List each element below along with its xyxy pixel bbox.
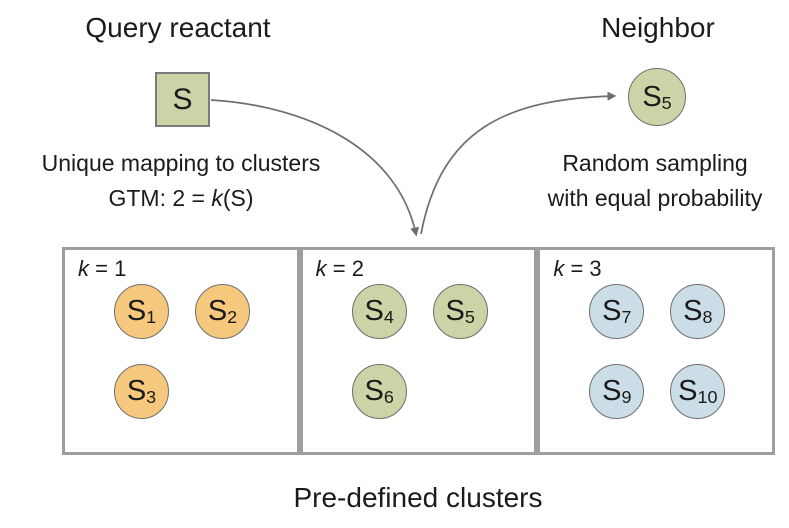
cluster-item-s9: S9 [589, 364, 645, 419]
s5-text: S5 [446, 295, 475, 328]
s2-sub: 2 [227, 307, 238, 328]
cluster-item-s2: S2 [195, 284, 250, 339]
predefined-clusters-caption: Pre-defined clusters [293, 482, 543, 513]
cluster-item-s4: S4 [351, 284, 407, 339]
s8-text: S8 [683, 295, 712, 328]
random-sampling-line1: Random sampling [562, 150, 748, 176]
cluster-item-s1: S1 [114, 284, 169, 339]
cluster-k1-label: k = 1 [78, 255, 126, 283]
random-sampling-line2: with equal probability [547, 185, 763, 211]
k3-eq: = 3 [564, 256, 602, 281]
cluster-item-s7: S7 [589, 284, 645, 339]
s5-sub: 5 [464, 307, 475, 328]
s4-label: S [364, 295, 384, 327]
cluster-item-s5: S5 [432, 284, 488, 339]
query-node-square: S [155, 72, 210, 127]
s7-text: S7 [602, 295, 631, 328]
s10-sub: 10 [697, 387, 718, 408]
s9-sub: 9 [621, 387, 632, 408]
k1-eq: = 1 [89, 256, 127, 281]
cluster-item-s6: S6 [351, 364, 407, 419]
s2-label: S [207, 295, 228, 327]
unique-mapping-line1: Unique mapping to clusters [41, 150, 321, 176]
s1-label: S [126, 295, 147, 327]
gtm-formula-prefix: GTM: 2 = [108, 185, 212, 211]
s3-text: S3 [127, 375, 156, 408]
k2-eq: = 2 [326, 256, 364, 281]
s6-sub: 6 [383, 387, 394, 408]
cluster-item-s10: S10 [670, 364, 726, 419]
cluster-k3-label: k = 3 [553, 255, 601, 283]
s4-text: S4 [365, 295, 394, 328]
s9-label: S [602, 375, 622, 407]
gtm-formula-k: k [211, 185, 223, 211]
cluster-k2-label: k = 2 [316, 255, 364, 283]
s4-sub: 4 [383, 307, 394, 328]
s9-text: S9 [602, 375, 631, 408]
gtm-formula-suffix: (S) [222, 185, 254, 211]
s5-label: S [445, 295, 465, 327]
s10-label: S [678, 375, 698, 407]
neighbor-title: Neighbor [601, 12, 715, 43]
s10-text: S10 [678, 375, 717, 408]
clusters-row: k = 1 S1 S2 S3 k = 2 S4 S5 S6 k = [62, 247, 776, 455]
k3-k: k [553, 256, 565, 281]
cluster-item-s8: S8 [670, 284, 726, 339]
s1-sub: 1 [146, 307, 157, 328]
s1-text: S1 [127, 295, 156, 328]
s7-label: S [602, 295, 622, 327]
s8-label: S [683, 295, 703, 327]
s6-label: S [364, 375, 384, 407]
gtm-formula-line: GTM: 2 = k(S) [31, 181, 331, 216]
cluster-item-s3: S3 [114, 364, 169, 419]
s6-text: S6 [365, 375, 394, 408]
cluster-box-k1: k = 1 S1 S2 S3 [62, 247, 300, 455]
s8-sub: 8 [702, 307, 713, 328]
neighbor-node-circle: S5 [628, 68, 686, 126]
neighbor-node-text: S5 [642, 81, 671, 114]
s7-sub: 7 [621, 307, 632, 328]
s2-text: S2 [208, 295, 237, 328]
cluster-box-k2: k = 2 S4 S5 S6 [299, 247, 538, 455]
s3-label: S [126, 375, 147, 407]
neighbor-node-label: S [642, 80, 662, 113]
k1-k: k [78, 256, 89, 281]
cluster-box-k3: k = 3 S7 S8 S9 S10 [537, 247, 776, 455]
query-reactant-title: Query reactant [85, 12, 271, 43]
k2-k: k [315, 256, 327, 281]
s3-sub: 3 [146, 387, 157, 408]
random-sampling-caption: Random sampling with equal probability [505, 146, 789, 216]
neighbor-node-sub: 5 [661, 92, 672, 113]
query-node-label: S [172, 82, 193, 116]
unique-mapping-caption: Unique mapping to clusters GTM: 2 = k(S) [31, 146, 331, 216]
